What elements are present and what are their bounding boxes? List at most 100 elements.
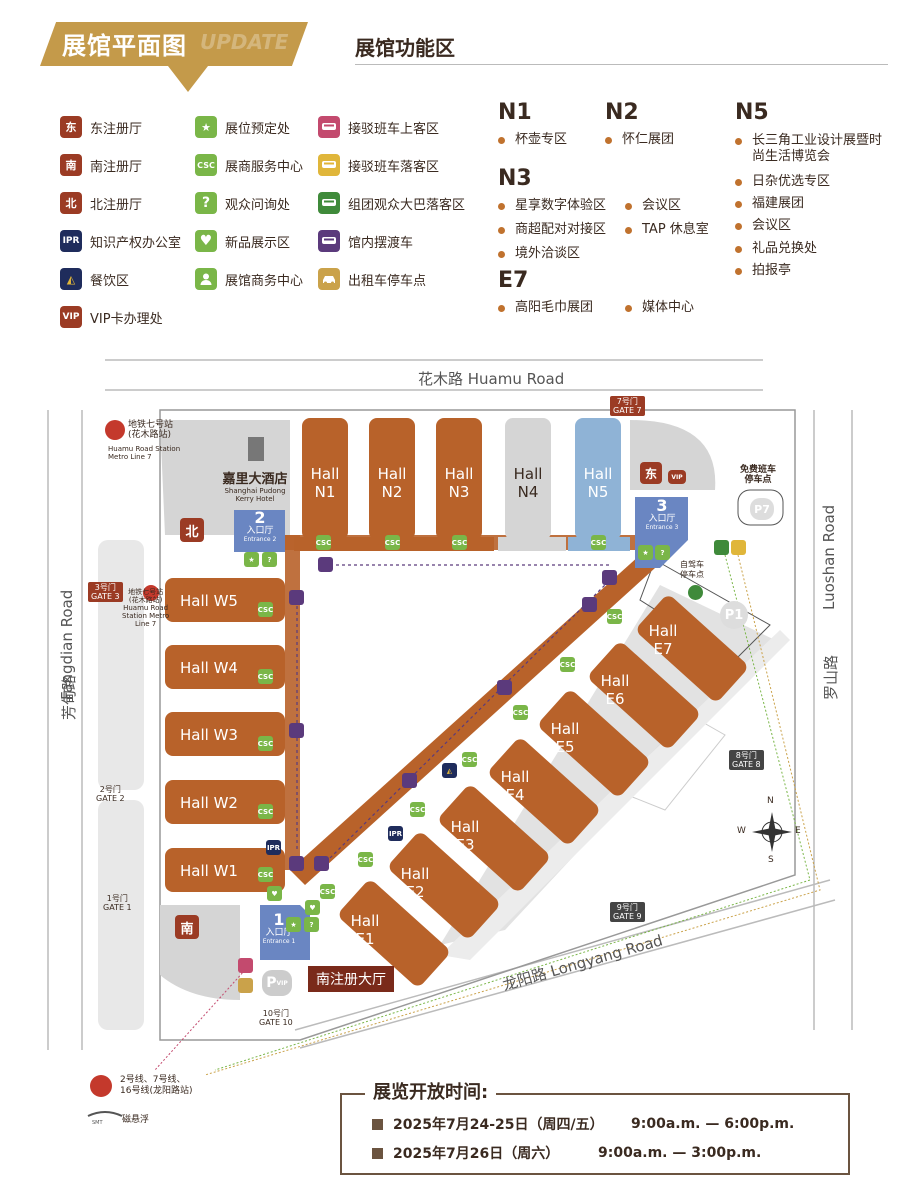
ferry-bus-marker[interactable]: [289, 856, 304, 871]
csc-marker[interactable]: CSC: [513, 705, 528, 720]
ferry-bus-marker[interactable]: [314, 856, 329, 871]
hall-w1[interactable]: Hall W1: [180, 862, 238, 880]
ipr-marker[interactable]: IPR: [266, 840, 281, 855]
new-product-marker[interactable]: ♥: [267, 886, 282, 901]
legend-item: ♥新品展示区: [195, 230, 303, 252]
dining-marker[interactable]: ◭: [442, 763, 457, 778]
zone-item: 怀仁展团: [605, 132, 674, 148]
csc-marker[interactable]: CSC: [258, 669, 273, 684]
zone-item: 境外洽谈区: [498, 246, 580, 262]
gate-cn: 3号门: [94, 583, 116, 592]
shuttle-pickup-marker[interactable]: [238, 958, 253, 973]
visitor-inquiry-marker[interactable]: ?: [262, 552, 277, 567]
zone-item: 福建展团: [735, 196, 804, 212]
csc-marker[interactable]: CSC: [258, 867, 273, 882]
ferry-bus-marker[interactable]: [289, 590, 304, 605]
shuttle-dropoff-marker[interactable]: [731, 540, 746, 555]
legend-label: VIP卡办理处: [90, 311, 163, 327]
visitor-inquiry-marker[interactable]: ?: [304, 917, 319, 932]
opening-time: 9:00a.m. — 6:00p.m.: [631, 1116, 795, 1132]
hall-word: Hall: [310, 465, 340, 483]
booth-booking-marker[interactable]: ★: [286, 917, 301, 932]
gate-en: GATE 1: [103, 903, 132, 912]
south-registration-marker[interactable]: 南: [175, 915, 199, 939]
self-drive-parking-label: 自驾车停车点: [680, 560, 704, 580]
booth-booking-marker[interactable]: ★: [244, 552, 259, 567]
taxi-marker[interactable]: [238, 978, 253, 993]
gate-en: GATE 9: [613, 912, 642, 921]
parking-p1[interactable]: P1: [720, 601, 748, 629]
ferry-bus-marker[interactable]: [402, 773, 417, 788]
road-fangdian-en: Fangdian Road: [58, 589, 76, 700]
hall-code: E5: [555, 738, 575, 756]
csc-marker[interactable]: CSC: [462, 752, 477, 767]
csc-marker[interactable]: CSC: [258, 602, 273, 617]
booth-booking-marker[interactable]: ★: [638, 545, 653, 560]
csc-marker[interactable]: CSC: [410, 802, 425, 817]
zone-item-label: 福建展团: [752, 196, 805, 211]
ferry-bus-marker[interactable]: [582, 597, 597, 612]
csc-marker[interactable]: CSC: [591, 535, 606, 550]
entrance-1[interactable]: 1 入口厅 Entrance 1: [258, 912, 300, 946]
group-bus-marker[interactable]: [714, 540, 729, 555]
csc-marker[interactable]: CSC: [316, 535, 331, 550]
ipr-marker[interactable]: IPR: [388, 826, 403, 841]
entrance-3[interactable]: 3 入口厅 Entrance 3: [638, 498, 686, 532]
hall-w2[interactable]: Hall W2: [180, 794, 238, 812]
csc-marker[interactable]: CSC: [320, 884, 335, 899]
new-product-marker[interactable]: ♥: [305, 900, 320, 915]
csc-marker[interactable]: CSC: [452, 535, 467, 550]
csc-marker[interactable]: CSC: [560, 657, 575, 672]
ferry-bus-marker[interactable]: [318, 557, 333, 572]
entrance-2[interactable]: 2 入口厅 Entrance 2: [236, 510, 284, 544]
hall-w3[interactable]: Hall W3: [180, 726, 238, 744]
csc-marker[interactable]: CSC: [258, 736, 273, 751]
legend-label: 观众问询处: [225, 197, 291, 213]
vip-marker[interactable]: VIP: [668, 470, 686, 484]
hall-w5[interactable]: Hall W5: [180, 592, 238, 610]
ferry-bus-marker[interactable]: [289, 723, 304, 738]
ferry-bus-marker[interactable]: [602, 570, 617, 585]
csc-marker[interactable]: CSC: [607, 609, 622, 624]
bullet-dot: [625, 305, 632, 312]
parking-p7[interactable]: P7: [750, 498, 774, 520]
visitor-inquiry-marker[interactable]: ?: [655, 545, 670, 560]
zone-item-label: TAP 休息室: [642, 222, 709, 237]
entrance-en: Entrance 2: [243, 536, 277, 543]
pvip-sub: VIP: [276, 979, 288, 987]
gate-cn: 2号门: [99, 785, 121, 794]
compass-e: E: [795, 826, 801, 836]
csc-marker[interactable]: CSC: [385, 535, 400, 550]
north-registration-marker[interactable]: 北: [180, 518, 204, 542]
ferry-bus-marker[interactable]: [497, 680, 512, 695]
entrance-cn: 入口厅: [265, 928, 293, 938]
east-registration-marker[interactable]: 东: [640, 462, 662, 484]
legend-label: 展位预定处: [225, 121, 291, 137]
legend-label: 接驳班车落客区: [348, 159, 440, 175]
csc-marker[interactable]: CSC: [358, 852, 373, 867]
self-drive-marker[interactable]: [688, 585, 703, 600]
gate-cn: 7号门: [616, 397, 638, 406]
hall-w4[interactable]: Hall W4: [180, 659, 238, 677]
csc-marker[interactable]: CSC: [258, 804, 273, 819]
